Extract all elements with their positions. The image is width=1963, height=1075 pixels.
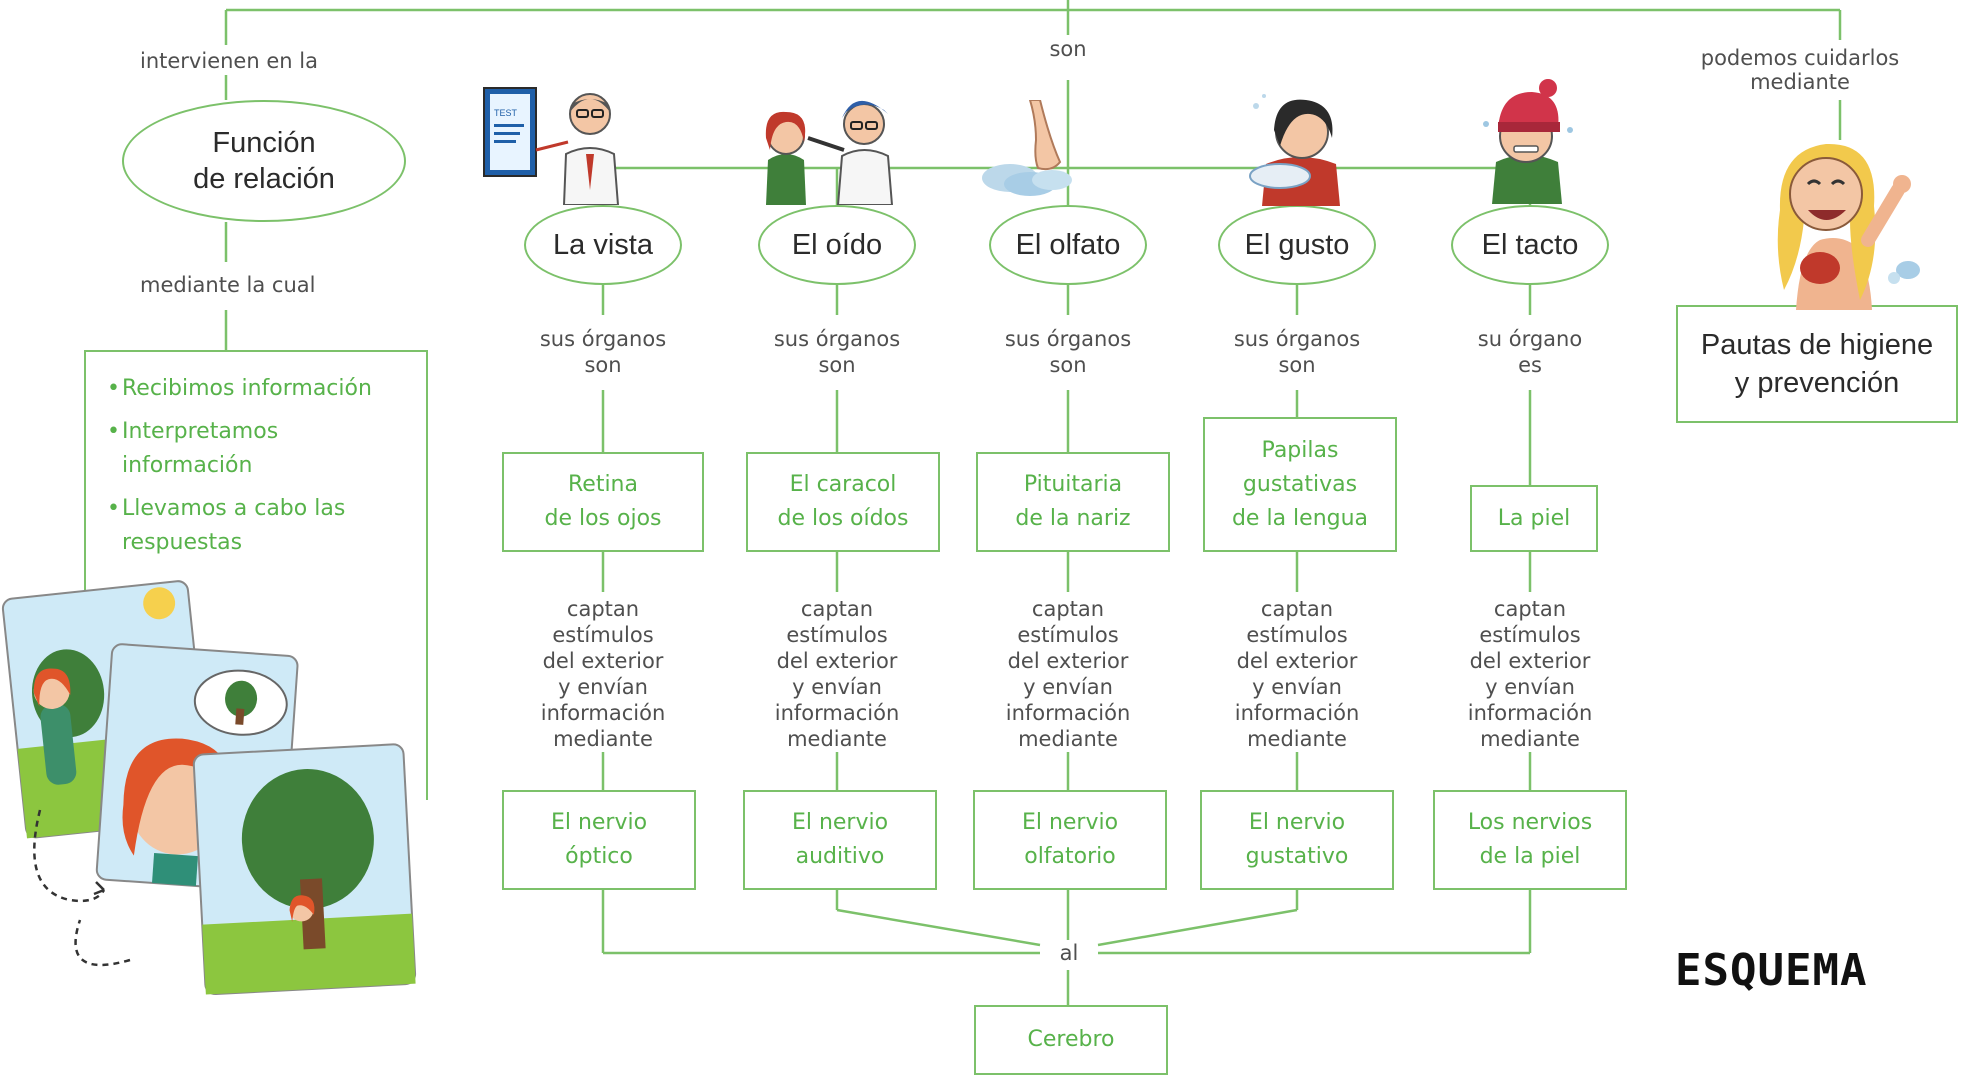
capture-text-olfato: captan estímulos del exterior y envían i… (1005, 597, 1131, 751)
pautas-higiene-box: Pautas de higiene y prevención (1676, 305, 1958, 423)
oido-doctor-illustration (765, 100, 894, 205)
organ-intro-tacto: su órgano es (1477, 327, 1583, 377)
nerve-box-vista: El nervio óptico (502, 790, 696, 890)
comic-cards-illustration (1, 580, 417, 996)
connector-bottom-center: al (1059, 941, 1079, 965)
gusto-girl-illustration (1249, 94, 1340, 206)
capture-text-gusto: captan estímulos del exterior y envían i… (1234, 597, 1360, 751)
organ-intro-oido: sus órganos son (773, 327, 901, 377)
organ-intro-gusto: sus órganos son (1233, 327, 1361, 377)
nerve-box-tacto: Los nervios de la piel (1433, 790, 1627, 890)
funcion-item: Recibimos información (107, 372, 414, 406)
organ-intro-olfato: sus órganos son (1004, 327, 1132, 377)
funcion-items-list: Recibimos información Interpretamos info… (86, 352, 426, 560)
connector-top-center: son (1049, 37, 1087, 61)
eye-chart-text: TEST (494, 108, 518, 118)
capture-text-tacto: captan estímulos del exterior y envían i… (1467, 597, 1593, 751)
connector-top-right: podemos cuidarlos mediante (1700, 46, 1900, 94)
sense-oval-tacto: El tacto (1451, 205, 1609, 285)
connector-top-left: intervienen en la (140, 49, 318, 73)
esquema-label: ESQUEMA (1675, 945, 1868, 996)
organ-box-gusto: Papilas gustativas de la lengua (1203, 417, 1397, 552)
cerebro-box: Cerebro (974, 1005, 1168, 1075)
sense-oval-gusto: El gusto (1218, 205, 1376, 285)
sense-oval-vista: La vista (524, 205, 682, 285)
nerve-box-oido: El nervio auditivo (743, 790, 937, 890)
sense-oval-oido: El oído (758, 205, 916, 285)
funcion-item: Interpretamos información (107, 415, 414, 483)
funcion-item: Llevamos a cabo las respuestas (107, 492, 414, 560)
organ-intro-vista: sus órganos son (539, 327, 667, 377)
olfato-nose-illustration (982, 100, 1072, 196)
organ-box-olfato: Pituitaria de la nariz (976, 452, 1170, 552)
nerve-box-olfato: El nervio olfatorio (973, 790, 1167, 890)
sense-oval-olfato: El olfato (989, 205, 1147, 285)
organ-box-tacto: La piel (1470, 485, 1598, 552)
nerve-box-gusto: El nervio gustativo (1200, 790, 1394, 890)
capture-text-vista: captan estímulos del exterior y envían i… (540, 597, 666, 751)
tacto-boy-illustration (1483, 79, 1573, 204)
higiene-girl-illustration (1777, 143, 1920, 310)
connector-left-middle: mediante la cual (140, 273, 316, 297)
organ-box-oido: El caracol de los oídos (746, 452, 940, 552)
funcion-de-relacion-oval: Función de relación (122, 100, 406, 222)
vista-doctor-illustration: TEST (483, 87, 620, 205)
capture-text-oido: captan estímulos del exterior y envían i… (774, 597, 900, 751)
organ-box-vista: Retina de los ojos (502, 452, 704, 552)
